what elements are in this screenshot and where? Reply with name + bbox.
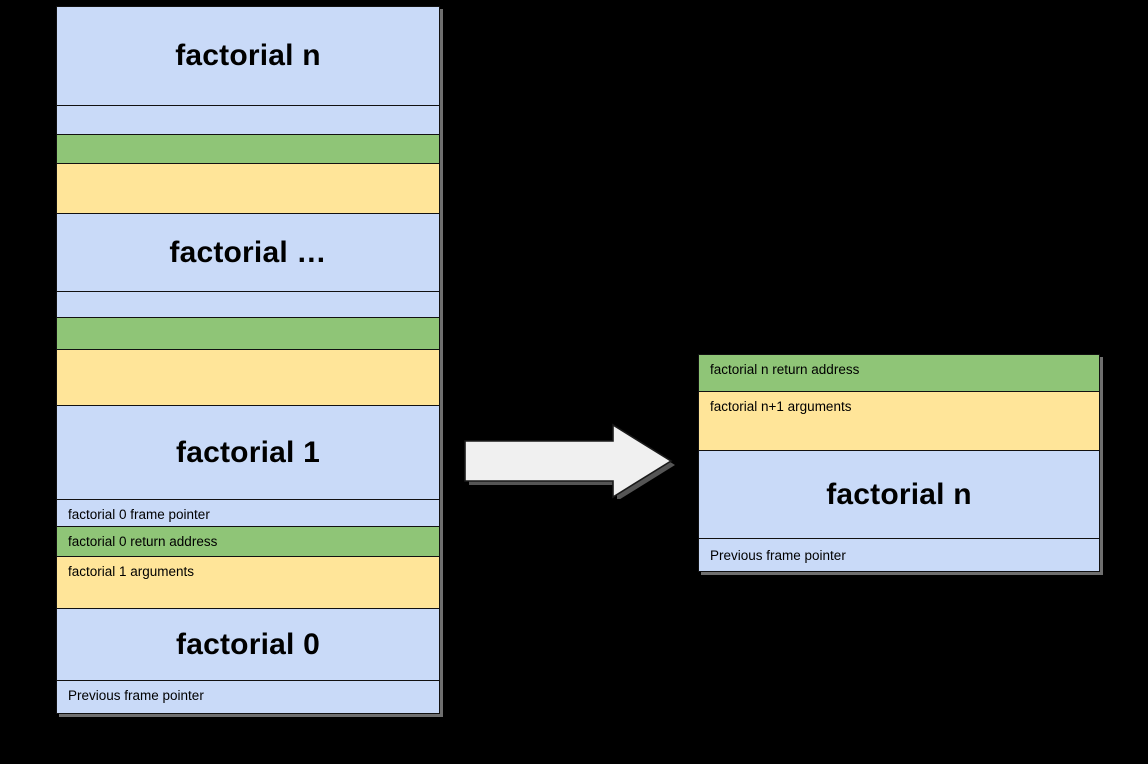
stack-row-fp-ellipsis (57, 292, 439, 318)
stack-row-prev-fp: Previous frame pointer (699, 539, 1099, 571)
stack-row-ra-ellipsis (57, 318, 439, 350)
stack-row-prev-fp: Previous frame pointer (57, 681, 439, 710)
stack-row-fp-n (57, 106, 439, 135)
call-stack-frame-detail: factorial n return address factorial n+1 … (698, 354, 1100, 572)
stack-row-label: Previous frame pointer (710, 547, 846, 563)
stack-row-args-n (57, 164, 439, 214)
stack-row-label: factorial 0 frame pointer (68, 507, 210, 522)
stack-row-fp-0: factorial 0 frame pointer (57, 500, 439, 527)
stack-row-label-big: factorial n (175, 39, 321, 72)
stack-row-args-n1: factorial n+1 arguments (699, 392, 1099, 451)
stack-row-args-1: factorial 1 arguments (57, 557, 439, 609)
stack-row-ra-n: factorial n return address (699, 355, 1099, 392)
stack-row-frame-1: factorial 1 (57, 406, 439, 500)
stack-row-label: factorial 1 arguments (68, 564, 195, 579)
call-stack-full: factorial n factorial … factorial 1 factori… (56, 6, 440, 714)
stack-row-args-ellipsis (57, 350, 439, 406)
stack-row-label: factorial n+1 arguments (710, 399, 852, 414)
stack-row-label-big: factorial … (169, 235, 327, 269)
stack-row-frame-n: factorial n (57, 7, 439, 106)
stack-row-ra-n (57, 135, 439, 164)
stack-row-frame-0: factorial 0 (57, 609, 439, 681)
stack-row-ra-0: factorial 0 return address (57, 527, 439, 557)
stack-row-frame-n: factorial n (699, 451, 1099, 539)
stack-row-label: factorial 0 return address (68, 534, 218, 549)
stack-row-label: Previous frame pointer (68, 688, 204, 703)
stack-row-frame-ellipsis: factorial … (57, 214, 439, 292)
stack-row-label-big: factorial 0 (176, 627, 320, 661)
stack-row-label-big: factorial 1 (176, 435, 320, 469)
flow-arrow (461, 421, 675, 499)
stack-row-label: factorial n return address (710, 362, 860, 377)
arrow-body (464, 423, 673, 499)
stack-row-label-big: factorial n (826, 477, 972, 511)
